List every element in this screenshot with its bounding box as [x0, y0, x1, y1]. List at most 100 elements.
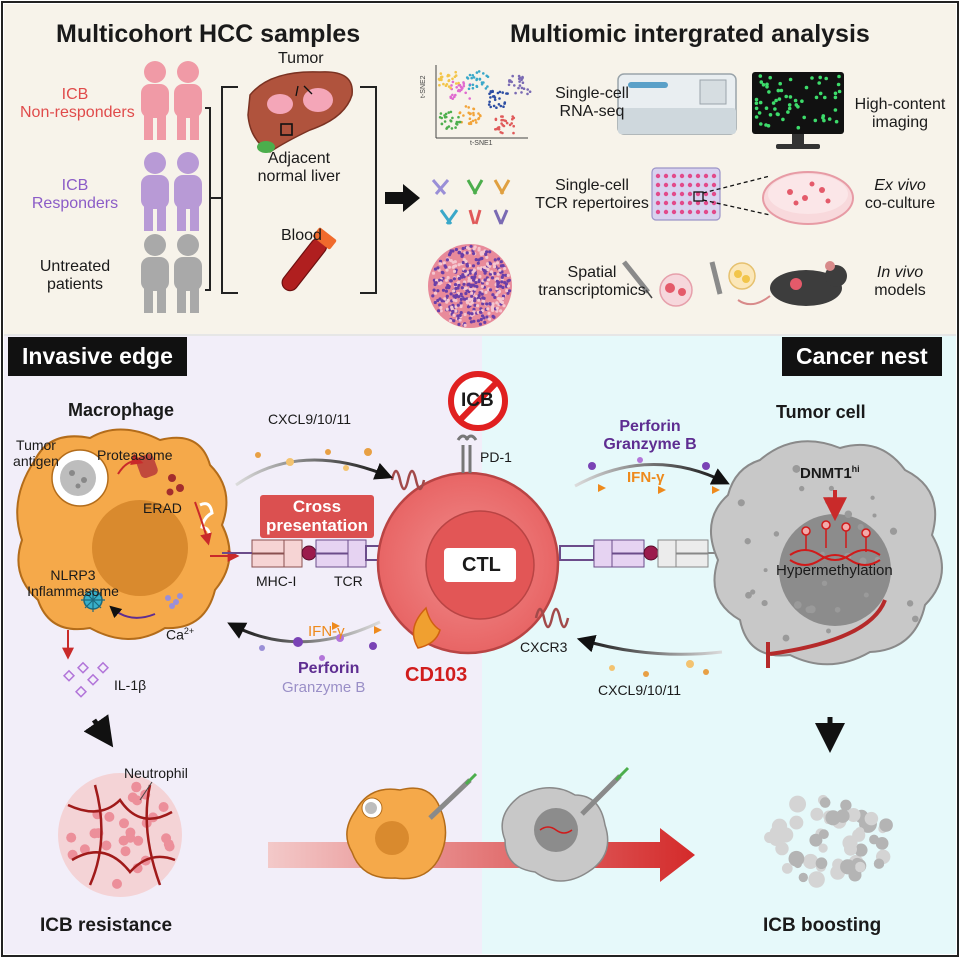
- cancer-nest-tab: Cancer nest: [782, 337, 942, 376]
- tcr-line1: Single-cell: [555, 177, 629, 194]
- invasive-edge-tab: Invasive edge: [8, 337, 187, 376]
- spatial-line2: transcriptomics: [538, 281, 646, 299]
- mhc-label: MHC-I: [256, 573, 297, 589]
- tcr-line2: TCR repertoires: [535, 194, 649, 212]
- calcium-text: Ca: [166, 626, 184, 643]
- erad-label: ERAD: [143, 500, 182, 516]
- monitor-illustration: [752, 72, 844, 149]
- tcr-label: TCR: [334, 573, 363, 589]
- method-spatial-label: Spatial transcriptomics: [527, 264, 657, 300]
- method-tcr-label: Single-cell TCR repertoires: [527, 177, 657, 213]
- spatial-line1: Spatial: [567, 264, 617, 281]
- tumor-label: Tumor: [278, 50, 324, 67]
- cohort-responders-line2: Responders: [31, 194, 119, 212]
- nlrp3-label: NLRP3 Inflammasome: [18, 567, 128, 599]
- pd1-label: PD-1: [480, 449, 512, 465]
- liver-illustration: [247, 71, 353, 153]
- calcium-label: Ca2+: [166, 626, 194, 643]
- cxcr3-label: CXCR3: [520, 639, 568, 655]
- perforin-granzyme-right: Perforin Granzyme B: [590, 418, 710, 454]
- icb-boosting-label: ICB boosting: [763, 915, 882, 936]
- granzyme-left-label: Granzyme B: [282, 679, 366, 696]
- mhc-tcr-left: [222, 539, 401, 568]
- tsne-plot: [435, 65, 532, 139]
- left-title: Multicohort HCC samples: [56, 20, 361, 48]
- blood-tube-illustration: [281, 227, 337, 292]
- invivo-line2: models: [874, 281, 926, 299]
- cohort-untreated-line2: patients: [46, 275, 104, 293]
- patient-figures-untreated: [141, 234, 202, 313]
- sequencer-illustration: [617, 73, 737, 135]
- nlrp3-line1: NLRP3: [50, 567, 96, 583]
- mhc-tcr-right: [559, 539, 725, 568]
- invivo-line1: In vivo: [876, 264, 924, 281]
- imaging-line2: imaging: [871, 113, 929, 131]
- dnmt1-sup: hi: [851, 464, 860, 474]
- hypermethylation-label: Hypermethylation: [776, 562, 893, 579]
- cxcl-right-label: CXCL9/10/11: [598, 682, 682, 698]
- cohort-label-non-responders: ICB Non-responders: [20, 86, 135, 122]
- dnmt1-label: DNMT1hi: [800, 464, 860, 483]
- perforin-left-label: Perforin: [298, 660, 360, 677]
- right-title: Multiomic intergrated analysis: [510, 20, 870, 48]
- spatial-transcriptomics-illustration: [428, 244, 512, 328]
- cd103-label: CD103: [405, 664, 468, 686]
- tumor-antigen-line2: antigen: [13, 452, 59, 469]
- scrna-line2: RNA-seq: [559, 102, 625, 120]
- tsne-xlabel: t-SNE1: [470, 140, 493, 147]
- icb-resistance-label: ICB resistance: [40, 915, 173, 936]
- granzyme-right-label: Granzyme B: [603, 435, 697, 453]
- perforin-right-label: Perforin: [619, 418, 681, 435]
- blood-label: Blood: [281, 227, 322, 244]
- nlrp3-line2: Inflammasome: [27, 582, 119, 599]
- imaging-line1: High-content: [854, 96, 946, 113]
- adjacent-line2: normal liver: [257, 167, 341, 185]
- cross-presentation-box: Cross presentation: [260, 495, 374, 539]
- well-plate-illustration: [651, 167, 771, 221]
- cytokine-particles: [255, 448, 720, 677]
- il1b-particles: [62, 661, 110, 698]
- exvivo-line2: co-culture: [864, 194, 936, 212]
- proteasome-label: Proteasome: [97, 447, 173, 463]
- patient-figures-non-responders: [141, 61, 202, 140]
- tcr-illustration: [431, 179, 511, 225]
- dnmt1-text: DNMT1: [800, 465, 852, 482]
- cross-line1: Cross: [292, 497, 342, 516]
- cohort-untreated-line1: Untreated: [39, 258, 111, 275]
- icb-label: ICB: [461, 390, 494, 411]
- tumor-fragments-illustration: [764, 794, 893, 888]
- cohort-label-untreated: Untreated patients: [20, 258, 130, 294]
- cohort-non-responders-line2: Non-responders: [20, 103, 135, 121]
- invivo-label: In vivo models: [850, 264, 950, 300]
- tsne-ylabel: t-SNE2: [420, 75, 427, 98]
- adjacent-normal-label: Adjacent normal liver: [244, 150, 354, 186]
- calcium-sup: 2+: [183, 626, 195, 636]
- method-scrna-label: Single-cell RNA-seq: [537, 85, 647, 121]
- tumor-cell-label: Tumor cell: [776, 402, 866, 422]
- exvivo-line1: Ex vivo: [874, 177, 926, 194]
- tumor-antigen-label: Tumor antigen: [6, 437, 66, 469]
- ctl-label: CTL: [462, 554, 501, 576]
- in-vivo-illustration: [622, 260, 847, 307]
- cohort-responders-line1: ICB: [61, 177, 89, 194]
- exvivo-label: Ex vivo co-culture: [850, 177, 950, 213]
- cd103-marker: [412, 606, 441, 649]
- patient-figures-responders: [141, 152, 202, 231]
- boosting-arrow: [268, 828, 695, 882]
- petri-dish-illustration: [762, 171, 854, 225]
- macrophage-label: Macrophage: [68, 400, 175, 420]
- cohort-non-responders-line1: ICB: [61, 86, 89, 103]
- scrna-line1: Single-cell: [555, 85, 629, 102]
- neutrophil-label: Neutrophil: [124, 765, 188, 781]
- analysis-arrow: [385, 184, 420, 212]
- tumor-antigen-line1: Tumor: [16, 437, 56, 453]
- adjacent-line1: Adjacent: [267, 150, 331, 167]
- ifng-left-label: IFN-γ: [308, 623, 345, 640]
- imaging-label: High-content imaging: [845, 96, 955, 132]
- il1b-label: IL-1β: [114, 677, 147, 693]
- ifng-right-label: IFN-γ: [627, 469, 665, 486]
- cohort-label-responders: ICB Responders: [20, 177, 130, 213]
- cross-line2: presentation: [265, 515, 369, 535]
